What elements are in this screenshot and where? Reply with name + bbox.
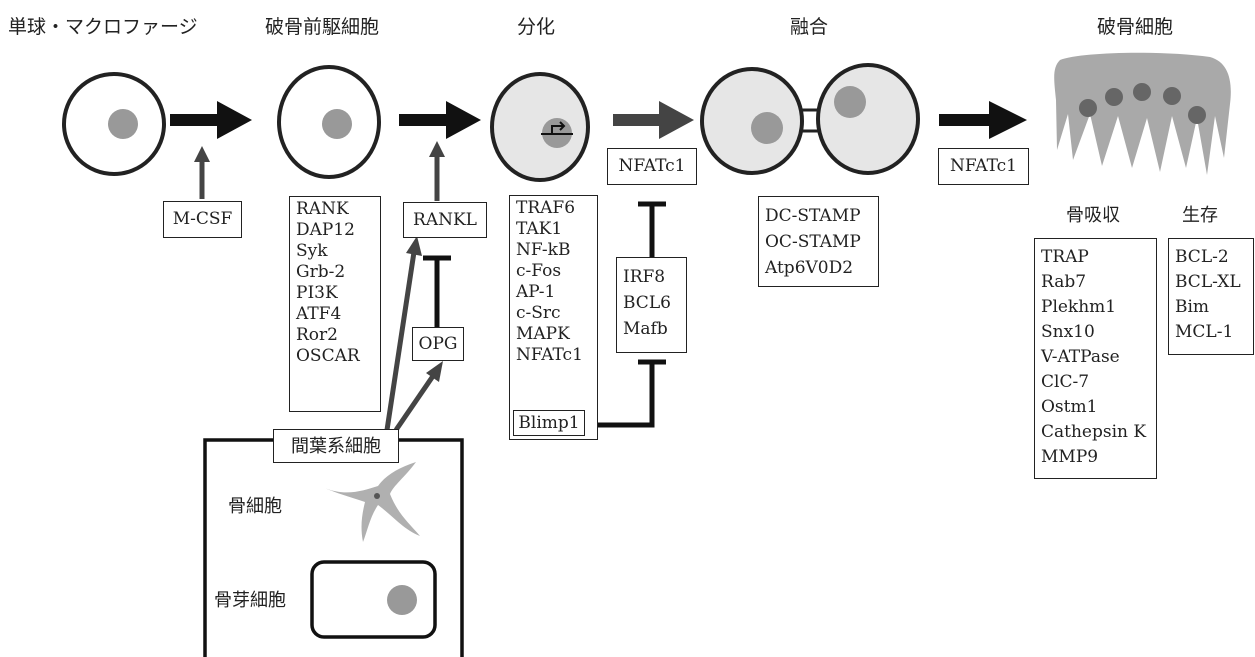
list-item: Cathepsin K — [1041, 420, 1150, 445]
list-item: BCL6 — [623, 290, 680, 316]
list-item: ClC-7 — [1041, 370, 1150, 395]
list-item: Rab7 — [1041, 270, 1150, 295]
list-item: Syk — [296, 241, 374, 262]
arrow-to-differentiation — [399, 101, 481, 139]
nfatc1-label-osteoclast: NFATc1 — [950, 156, 1017, 177]
survival-header: 生存 — [1182, 205, 1218, 227]
osteoblast-label: 骨芽細胞 — [214, 590, 286, 612]
blimp1-label: Blimp1 — [518, 413, 579, 434]
list-item: Mafb — [623, 316, 680, 342]
osteoclast-nucleus-4 — [1163, 87, 1181, 105]
list-item: Grb-2 — [296, 262, 374, 283]
fusion-factor-list: DC-STAMP OC-STAMP Atp6V0D2 — [758, 196, 879, 287]
differentiating-cell — [492, 74, 588, 180]
rankl-label: RANKL — [413, 210, 477, 231]
list-item: MAPK — [516, 324, 591, 345]
fusing-cell-left — [702, 69, 802, 173]
list-item: BCL-2 — [1175, 245, 1253, 270]
list-item: TRAF6 — [516, 198, 591, 219]
list-item: Plekhm1 — [1041, 295, 1150, 320]
list-item: OC-STAMP — [765, 229, 872, 255]
list-item: TAK1 — [516, 219, 591, 240]
osteoclast-nucleus-1 — [1079, 99, 1097, 117]
mesenchymal-title: 間葉系細胞 — [291, 436, 381, 457]
stage-fusion: 融合 — [790, 16, 828, 38]
list-item: OSCAR — [296, 346, 374, 367]
list-item: MMP9 — [1041, 445, 1150, 470]
opg-box: OPG — [412, 327, 464, 361]
fusing-nucleus-right — [834, 86, 866, 118]
list-item: V-ATPase — [1041, 345, 1150, 370]
arrow-to-osteoclast — [939, 101, 1027, 139]
mesenchymal-to-rankl-head — [406, 236, 422, 256]
mcsf-box: M-CSF — [163, 201, 242, 238]
nfatc1-label-fusion: NFATc1 — [619, 156, 686, 177]
osteocyte-nucleus — [374, 493, 380, 499]
list-item: DC-STAMP — [765, 203, 872, 229]
list-item: c-Fos — [516, 261, 591, 282]
list-item: Ostm1 — [1041, 395, 1150, 420]
survival-factor-list: BCL-2 BCL-XL Bim MCL-1 — [1168, 238, 1254, 355]
list-item: NF-kB — [516, 240, 591, 261]
stage-osteoclast: 破骨細胞 — [1097, 16, 1173, 38]
list-item: Snx10 — [1041, 320, 1150, 345]
rankl-arrowhead — [429, 141, 445, 157]
rankl-box: RANKL — [403, 202, 487, 238]
nfatc1-box-fusion: NFATc1 — [607, 148, 697, 185]
fusing-cell-right — [818, 65, 918, 173]
mcsf-arrowhead — [194, 146, 210, 162]
list-item: NFATc1 — [516, 345, 591, 366]
mesenchymal-to-rankl-line — [387, 252, 414, 430]
arrow-to-fusion — [613, 101, 694, 139]
osteoclast-nucleus-5 — [1188, 106, 1206, 124]
precursor-factor-list: RANK DAP12 Syk Grb-2 PI3K ATF4 Ror2 OSCA… — [289, 196, 381, 412]
stage-precursor: 破骨前駆細胞 — [265, 16, 379, 38]
list-item: Ror2 — [296, 325, 374, 346]
fusing-nucleus-left — [751, 112, 783, 144]
mesenchymal-label-box: 間葉系細胞 — [273, 429, 399, 463]
osteoclast-nucleus-3 — [1133, 83, 1151, 101]
resorption-header: 骨吸収 — [1066, 205, 1120, 227]
mcsf-label: M-CSF — [173, 209, 233, 230]
mesenchymal-to-opg-line — [396, 376, 433, 430]
list-item: DAP12 — [296, 220, 374, 241]
differentiation-factor-list: TRAF6 TAK1 NF-kB c-Fos AP-1 c-Src MAPK N… — [509, 195, 598, 440]
list-item: AP-1 — [516, 282, 591, 303]
list-item: IRF8 — [623, 264, 680, 290]
arrow-to-precursor — [170, 101, 252, 139]
list-item: TRAP — [1041, 245, 1150, 270]
list-item: RANK — [296, 199, 374, 220]
precursor-nucleus — [322, 109, 352, 139]
stage-differentiation: 分化 — [517, 16, 555, 38]
osteoclast-nucleus-2 — [1105, 88, 1123, 106]
list-item: PI3K — [296, 283, 374, 304]
blimp1-box: Blimp1 — [513, 410, 585, 436]
list-item: MCL-1 — [1175, 320, 1253, 345]
opg-label: OPG — [419, 334, 458, 355]
repressor-factor-list: IRF8 BCL6 Mafb — [616, 257, 687, 353]
list-item: Atp6V0D2 — [765, 255, 872, 281]
list-item: c-Src — [516, 303, 591, 324]
monocyte-nucleus — [108, 109, 138, 139]
list-item: ATF4 — [296, 304, 374, 325]
list-item: Bim — [1175, 295, 1253, 320]
list-item: BCL-XL — [1175, 270, 1253, 295]
nfatc1-box-osteoclast: NFATc1 — [938, 148, 1029, 185]
osteoblast-nucleus — [387, 585, 417, 615]
stage-monocyte: 単球・マクロファージ — [8, 16, 198, 38]
osteocyte-shape — [322, 462, 420, 542]
osteocyte-label: 骨細胞 — [228, 496, 282, 518]
resorption-factor-list: TRAP Rab7 Plekhm1 Snx10 V-ATPase ClC-7 O… — [1034, 238, 1157, 479]
